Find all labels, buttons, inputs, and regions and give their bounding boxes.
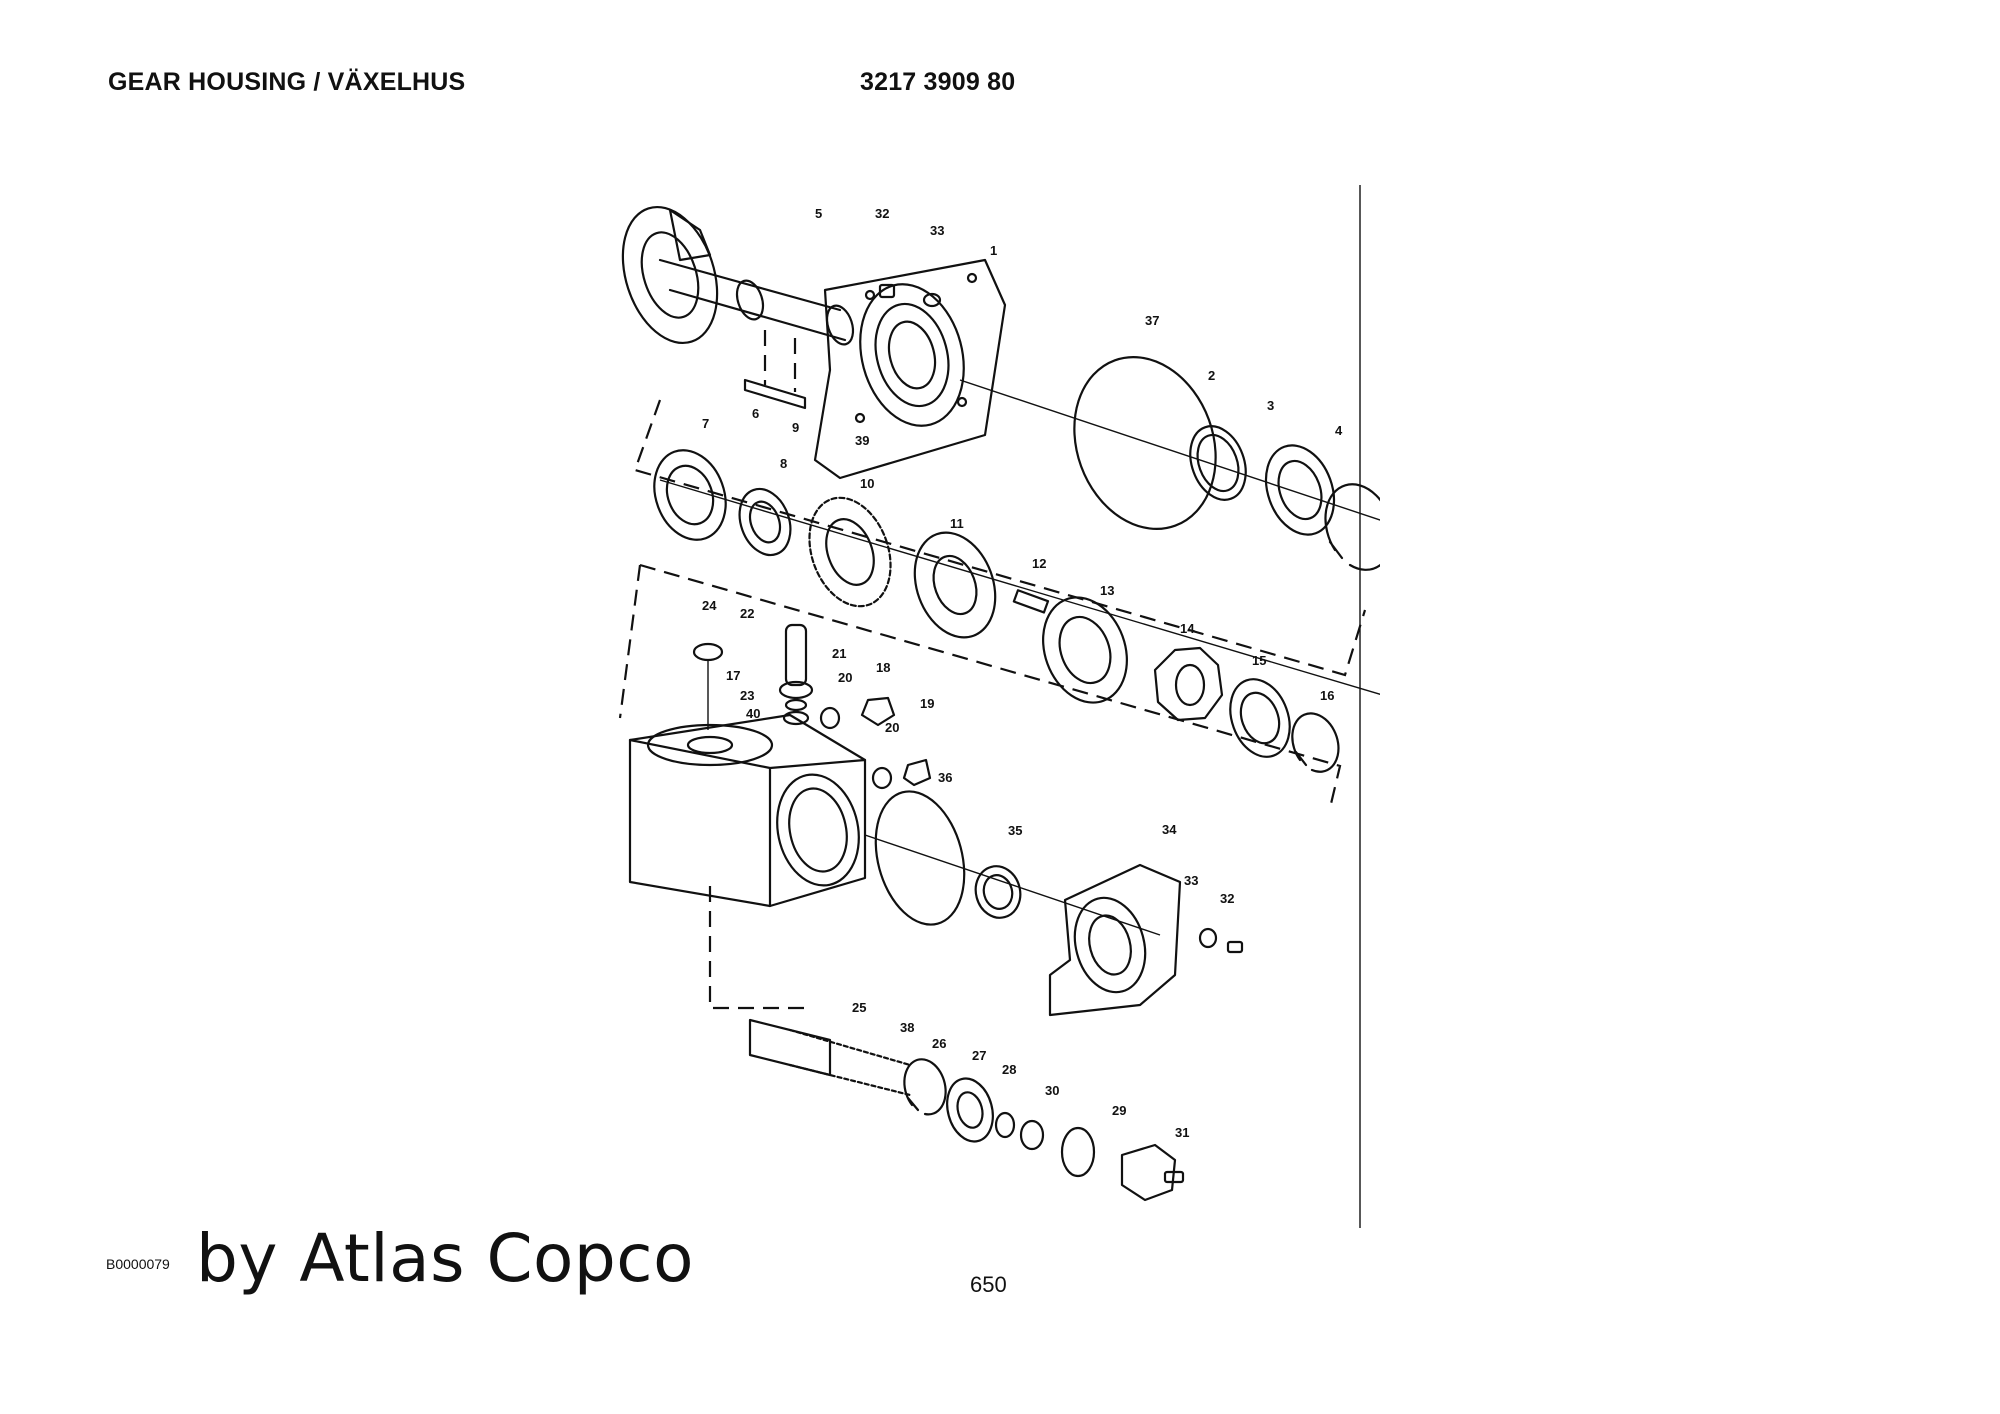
callout-22: 22 [740, 606, 754, 621]
callout-13: 13 [1100, 583, 1114, 598]
callout-30: 30 [1045, 1083, 1059, 1098]
credit-text: by Atlas Copco [196, 1220, 694, 1297]
page-number: 650 [970, 1272, 1007, 1297]
callout-25: 25 [852, 1000, 866, 1015]
callout-39: 39 [855, 433, 869, 448]
callout-5: 5 [815, 206, 822, 221]
callout-40: 40 [746, 706, 760, 721]
callout-15: 15 [1252, 653, 1266, 668]
callout-7: 7 [702, 416, 709, 431]
callout-32: 32 [875, 206, 889, 221]
callout-34: 34 [1162, 822, 1177, 837]
callout-38: 38 [900, 1020, 914, 1035]
callout-6: 6 [752, 406, 759, 421]
callout-20: 20 [838, 670, 852, 685]
exploded-parts-diagram: 5 32 33 1 37 2 3 4 6 9 39 7 8 10 11 12 1… [618, 185, 1380, 1228]
callout-10: 10 [860, 476, 874, 491]
callout-28: 28 [1002, 1062, 1016, 1077]
callout-16: 16 [1320, 688, 1334, 703]
callout-32b: 32 [1220, 891, 1234, 906]
callout-11: 11 [950, 516, 964, 531]
upper-assembly [621, 205, 1380, 571]
callout-37: 37 [1145, 313, 1159, 328]
callout-33b: 33 [1184, 873, 1198, 888]
callout-2: 2 [1208, 368, 1215, 383]
callout-19: 19 [920, 696, 934, 711]
callout-24: 24 [702, 598, 717, 613]
callout-33: 33 [930, 223, 944, 238]
callout-4: 4 [1335, 423, 1343, 438]
callout-12: 12 [1032, 556, 1046, 571]
callout-18: 18 [876, 660, 890, 675]
part-number: 3217 3909 80 [860, 68, 1016, 96]
callout-27: 27 [972, 1048, 986, 1063]
callout-17: 17 [726, 668, 740, 683]
callout-8: 8 [780, 456, 787, 471]
callout-35: 35 [1008, 823, 1022, 838]
callout-29: 29 [1112, 1103, 1126, 1118]
page-title: GEAR HOUSING / VÄXELHUS [108, 68, 466, 96]
callout-20b: 20 [885, 720, 899, 735]
image-code: B0000079 [106, 1256, 170, 1272]
callout-31: 31 [1175, 1125, 1189, 1140]
callout-36: 36 [938, 770, 952, 785]
callout-23: 23 [740, 688, 754, 703]
callout-1: 1 [990, 243, 997, 258]
callout-labels: 5 32 33 1 37 2 3 4 6 9 39 7 8 10 11 12 1… [702, 206, 1343, 1140]
middle-assembly [633, 399, 1380, 773]
callout-9: 9 [792, 420, 799, 435]
callout-21: 21 [832, 646, 846, 661]
callout-26: 26 [932, 1036, 946, 1051]
callout-14: 14 [1180, 621, 1195, 636]
callout-3: 3 [1267, 398, 1274, 413]
lower-assembly [618, 563, 1342, 1202]
